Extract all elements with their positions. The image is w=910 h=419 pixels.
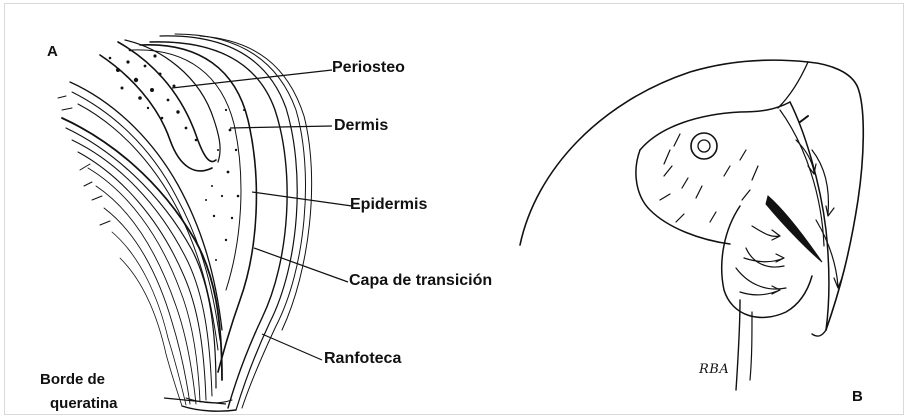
label-borde-line1: Borde de — [40, 372, 105, 387]
beak-commissure — [766, 196, 822, 262]
label-ranfoteca: Ranfoteca — [324, 351, 401, 367]
panel-b-letter: B — [852, 389, 863, 404]
label-dermis: Dermis — [334, 118, 388, 134]
label-borde-line2: queratina — [50, 396, 118, 411]
label-periosteo: Periosteo — [332, 60, 405, 76]
artist-signature: RBA — [699, 362, 729, 377]
label-capa-transicion: Capa de transición — [349, 273, 492, 289]
label-epidermis: Epidermis — [350, 197, 427, 213]
panel-a-letter: A — [47, 44, 58, 59]
parrot-head — [520, 60, 863, 390]
beak-cross-section — [58, 34, 312, 411]
